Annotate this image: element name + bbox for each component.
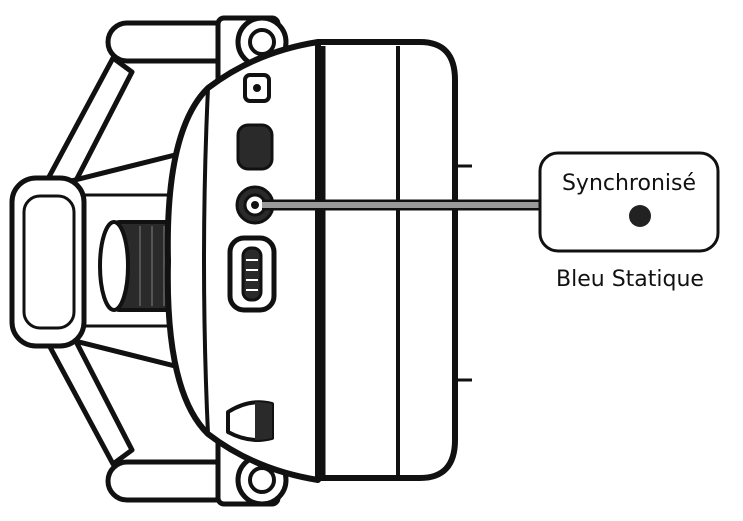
ear-cup-panel-line (202, 87, 210, 435)
usb-port-inner (241, 246, 263, 302)
callout: Synchronisé Bleu Statique (538, 151, 720, 292)
cushion-pad (9, 175, 87, 349)
bottom-switch-shade (255, 402, 272, 440)
usb-port-slots (246, 259, 258, 291)
dark-button (236, 123, 274, 171)
callout-box-label: Synchronisé (562, 171, 696, 196)
indicator-dot (629, 205, 651, 227)
cushion-pad-inner (22, 194, 76, 330)
pivot-knob-top-inner (248, 28, 276, 56)
callout-box (538, 151, 720, 253)
dial-face (98, 220, 130, 312)
callout-caption: Bleu Statique (556, 267, 704, 292)
ear-cup (164, 39, 472, 483)
pivot-knob-bottom-inner (248, 466, 276, 494)
housing-controls (226, 73, 277, 442)
status-led-dot (251, 201, 259, 209)
ear-cup-outer (315, 39, 458, 481)
top-button-mark-icon (253, 84, 261, 92)
